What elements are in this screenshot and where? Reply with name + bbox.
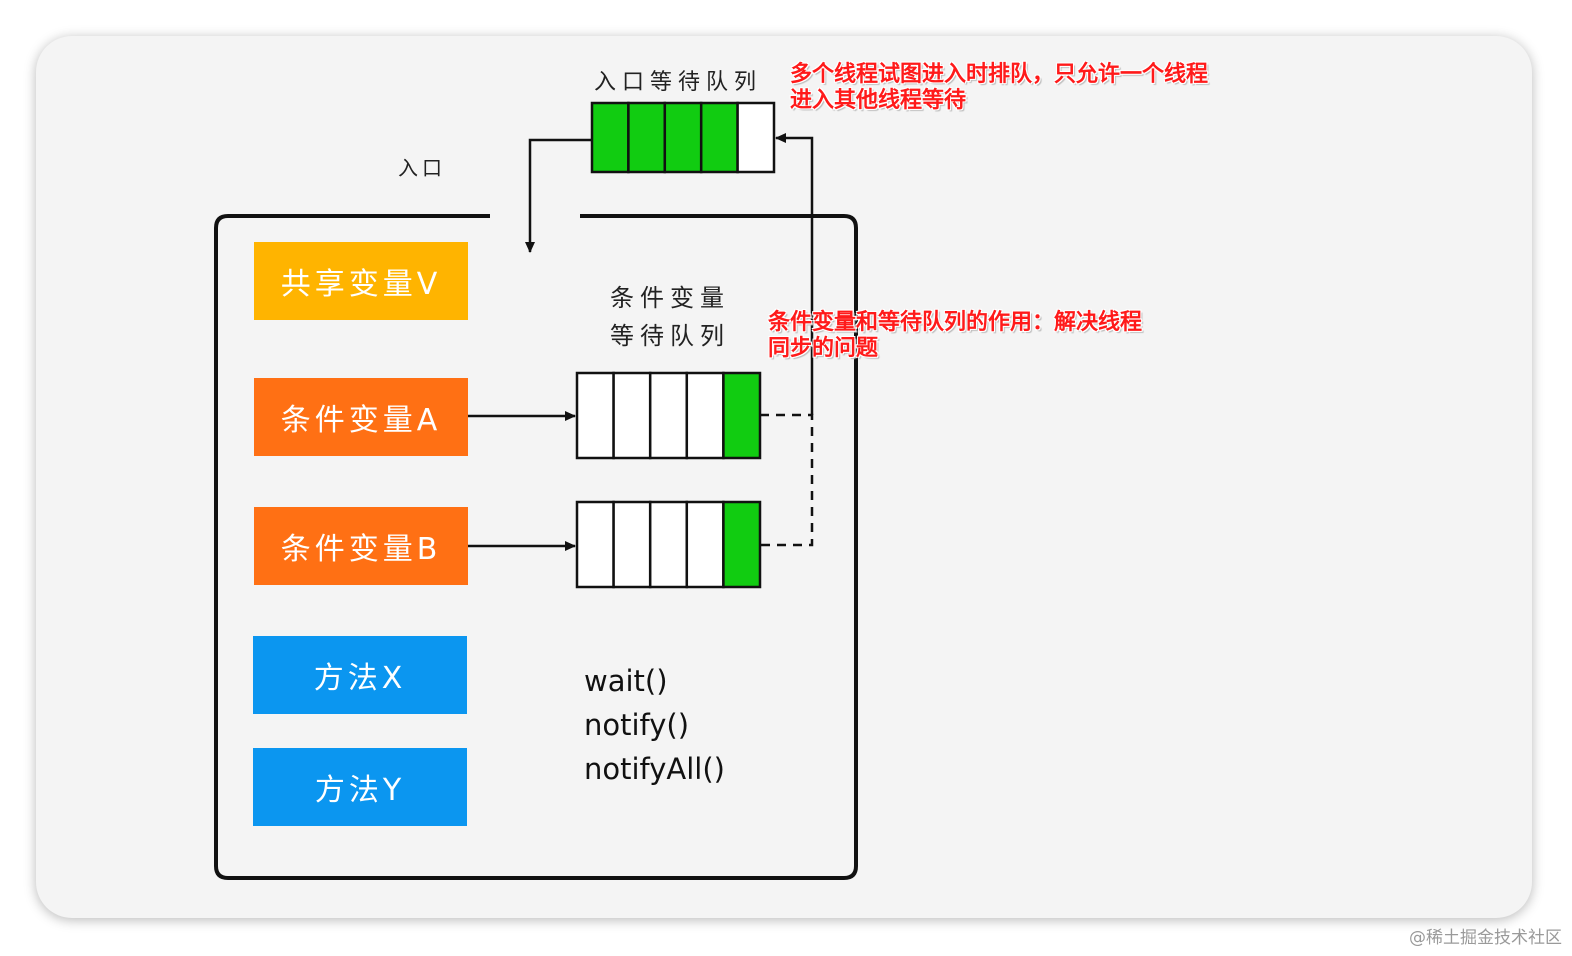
condvar-b-queue-cell xyxy=(685,500,725,589)
condition-variable-a-box: 条件变量A xyxy=(254,378,468,456)
method-wait: wait() xyxy=(584,664,668,698)
entry-queue-cell xyxy=(590,101,630,174)
condvar-b-queue-cell xyxy=(648,500,689,589)
condition-variable-b-box: 条件变量B xyxy=(254,507,468,585)
entry-queue xyxy=(590,101,776,174)
condvar-annotation-line2: 同步的问题 xyxy=(768,336,879,361)
condvar-b-queue-cell xyxy=(575,500,615,589)
condvar-a-queue-cell xyxy=(722,371,762,460)
monitor-border xyxy=(214,214,858,880)
entry-queue-cell xyxy=(627,101,667,174)
condvar-queue-label-line2: 等待队列 xyxy=(610,322,730,350)
condvar-b-queue xyxy=(575,500,762,589)
entry-queue-cell xyxy=(736,101,776,174)
entry-arrow xyxy=(525,138,591,253)
entry-label: 入口 xyxy=(398,156,446,180)
condvar-annotation-line1: 条件变量和等待队列的作用：解决线程 xyxy=(768,310,1143,335)
shared-variable-box: 共享变量V xyxy=(254,242,468,320)
condvar-b-queue-cell xyxy=(612,500,652,589)
entry-queue-cell xyxy=(699,101,739,174)
condvar-a-queue-cell xyxy=(648,371,689,460)
condvar-a-queue xyxy=(575,371,762,460)
condvar-b-queue-cell xyxy=(722,500,762,589)
watermark: @稀土掘金技术社区 xyxy=(1409,928,1562,948)
condvar-a-queue-cell xyxy=(612,371,652,460)
entry-queue-cell xyxy=(663,101,703,174)
condvar-a-queue-cell xyxy=(575,371,615,460)
condvar-a-queue-cell xyxy=(685,371,725,460)
method-notify: notify() xyxy=(584,708,690,742)
method-x-box: 方法X xyxy=(253,636,467,714)
return-dashed-line xyxy=(760,413,814,547)
return-arrow xyxy=(775,133,814,415)
method-y-box: 方法Y xyxy=(253,748,467,826)
condvar-queue-label-line1: 条件变量 xyxy=(610,284,730,312)
entry-queue-label: 入口等待队列 xyxy=(594,70,763,95)
entry-queue-annotation-line1: 多个线程试图进入时排队，只允许一个线程 xyxy=(790,62,1209,87)
entry-queue-annotation-line2: 进入其他线程等待 xyxy=(790,88,967,113)
method-notify-all: notifyAll() xyxy=(584,752,725,786)
